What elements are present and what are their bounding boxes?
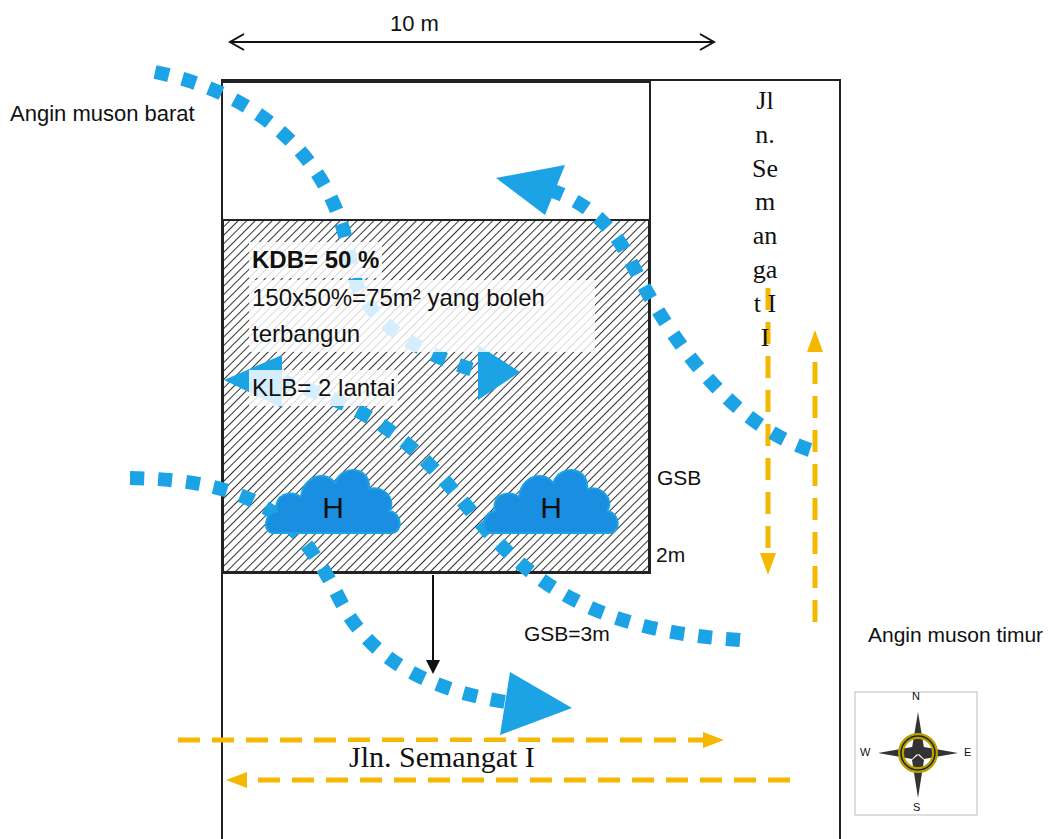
cloud-shape: H xyxy=(481,455,621,537)
site-boundary xyxy=(222,80,840,839)
street-name: Jln. Semangat II xyxy=(752,84,778,354)
cloud-shape: H xyxy=(263,455,403,537)
dimension-line xyxy=(232,41,712,43)
zoning-note: KLB= 2 lantai xyxy=(249,370,398,406)
zoning-note: KDB= 50 % xyxy=(249,242,382,278)
wind-label: Angin muson barat xyxy=(10,100,210,128)
dimension-label: 10 m xyxy=(390,10,439,38)
cloud-letter: H xyxy=(481,491,621,525)
zoning-note: 150x50%=75m² yang boleh terbangun xyxy=(249,280,595,352)
wind-flows xyxy=(130,72,810,702)
compass-letter: S xyxy=(913,801,920,815)
street-name: Jln. Semangat I xyxy=(345,742,539,772)
buildable-area xyxy=(223,220,649,572)
setback-label: GSB=3m xyxy=(522,621,612,647)
cloud-letter: H xyxy=(263,491,403,525)
compass-letter: E xyxy=(964,746,971,760)
buildable-area-zone: KDB= 50 %150x50%=75m² yang boleh terbang… xyxy=(223,220,649,572)
compass-letter: N xyxy=(912,690,920,704)
compass-letter: W xyxy=(860,746,870,760)
setback-arrow xyxy=(432,575,434,664)
setback-label: 2m xyxy=(654,542,687,568)
setback-label: GSB xyxy=(655,465,703,491)
wind-label: Angin muson timur xyxy=(868,622,1048,648)
compass-rose xyxy=(855,692,977,815)
lot-boundary xyxy=(222,82,650,573)
